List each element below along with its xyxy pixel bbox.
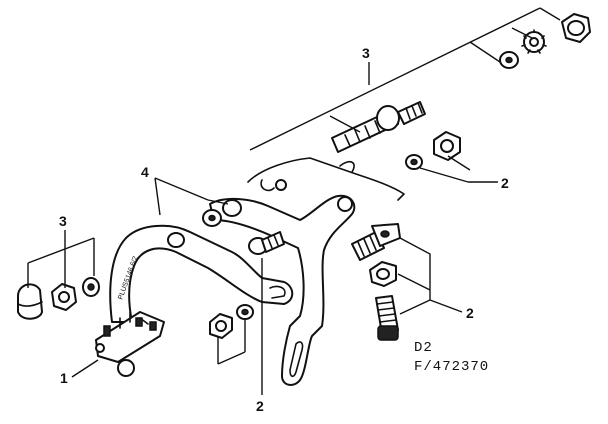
arm-nut-lower	[209, 313, 233, 339]
flat-washer	[499, 51, 519, 69]
callout-2-upper-nut: 2	[501, 175, 509, 191]
callout-2-anchor-bolt: 2	[466, 305, 474, 321]
cable-anchor-bolt	[351, 223, 401, 261]
brake-shoe	[95, 311, 165, 377]
acorn-cap-nut	[17, 283, 43, 320]
arm-washer-a	[202, 209, 222, 227]
drawing-code-number: F/472370	[414, 359, 489, 375]
anchor-nut	[369, 261, 397, 287]
center-bolt	[331, 101, 426, 153]
callout-1-brake-shoe: 1	[60, 370, 68, 386]
callout-3-left-hardware: 3	[59, 213, 67, 229]
socket-cap-screw	[375, 295, 399, 341]
center-bolt-assembly	[331, 13, 591, 153]
washer-upper	[405, 154, 423, 170]
callout-3-bolt-assembly: 3	[362, 45, 370, 61]
drawing-code-section: D2	[414, 340, 433, 356]
leader-lines	[27, 7, 561, 395]
callout-4-caliper-arms: 4	[141, 164, 149, 180]
arm-washer-b	[236, 304, 254, 320]
callout-2-pivot-hardware: 2	[256, 398, 264, 414]
star-lock-washer	[521, 29, 547, 54]
left-washer	[82, 277, 100, 297]
hex-nut-upper	[433, 131, 461, 161]
acorn-hex-nut	[561, 13, 591, 43]
pivot-stud	[248, 231, 285, 255]
left-hex-nut	[51, 283, 77, 311]
return-spring	[247, 157, 405, 201]
